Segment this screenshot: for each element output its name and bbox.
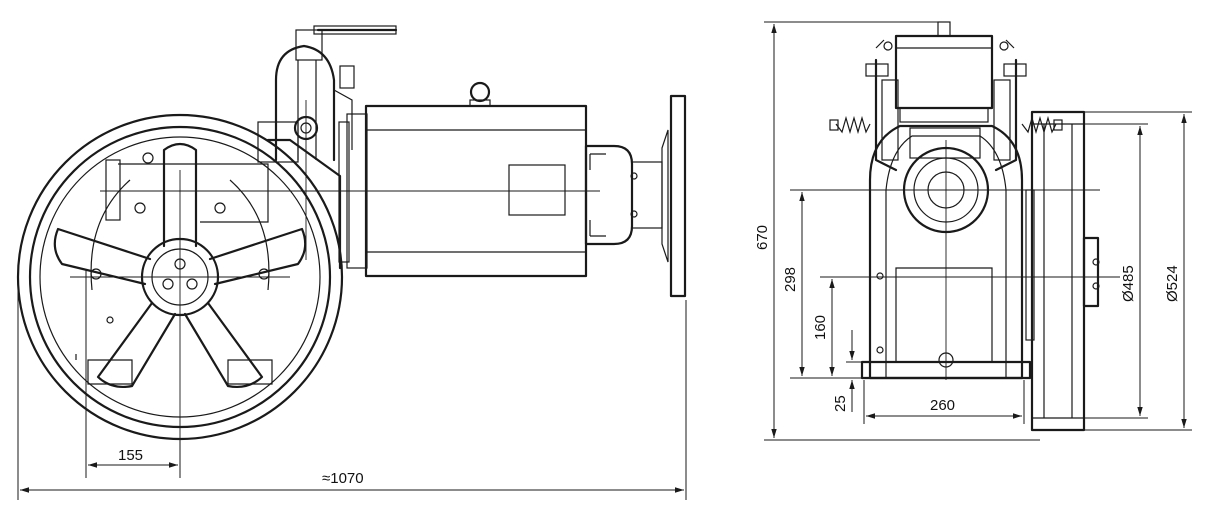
sheave-profile — [1025, 110, 1100, 432]
lifting-eye — [469, 81, 491, 103]
dim-d524-label: Ø524 — [1164, 265, 1181, 302]
dimension-670: 670 — [754, 21, 1040, 441]
centerlines-front — [70, 100, 600, 470]
dimension-25: 25 — [832, 330, 862, 412]
dimension-155: 155 — [85, 270, 181, 478]
dim-25-label: 25 — [832, 395, 849, 412]
dimension-1070: ≈1070 — [17, 282, 687, 500]
brake-arms — [829, 58, 1063, 172]
motor-end-cap — [584, 94, 687, 298]
dim-260-label: 260 — [930, 397, 955, 414]
centerlines-side — [790, 140, 1120, 380]
dim-298-label: 298 — [782, 267, 799, 292]
dim-d485-label: Ø485 — [1120, 265, 1137, 302]
dimension-d485: Ø485 — [1084, 123, 1148, 419]
front-view: 155 ≈1070 — [16, 25, 687, 500]
dimension-160: 160 — [812, 279, 835, 376]
side-view: 670 298 160 25 260 — [754, 21, 1192, 441]
dimension-260: 260 — [863, 380, 1025, 424]
dim-155-label: 155 — [118, 447, 143, 464]
dim-1070-label: ≈1070 — [322, 470, 364, 487]
dim-160-label: 160 — [812, 315, 829, 340]
gear-housing — [105, 138, 342, 270]
brake-magnet — [875, 21, 1015, 123]
dim-670-label: 670 — [754, 225, 771, 250]
dimension-d524: Ø524 — [1084, 111, 1192, 431]
motor-body — [338, 81, 588, 278]
brake-assembly — [257, 25, 398, 163]
dimension-298: 298 — [782, 192, 870, 379]
